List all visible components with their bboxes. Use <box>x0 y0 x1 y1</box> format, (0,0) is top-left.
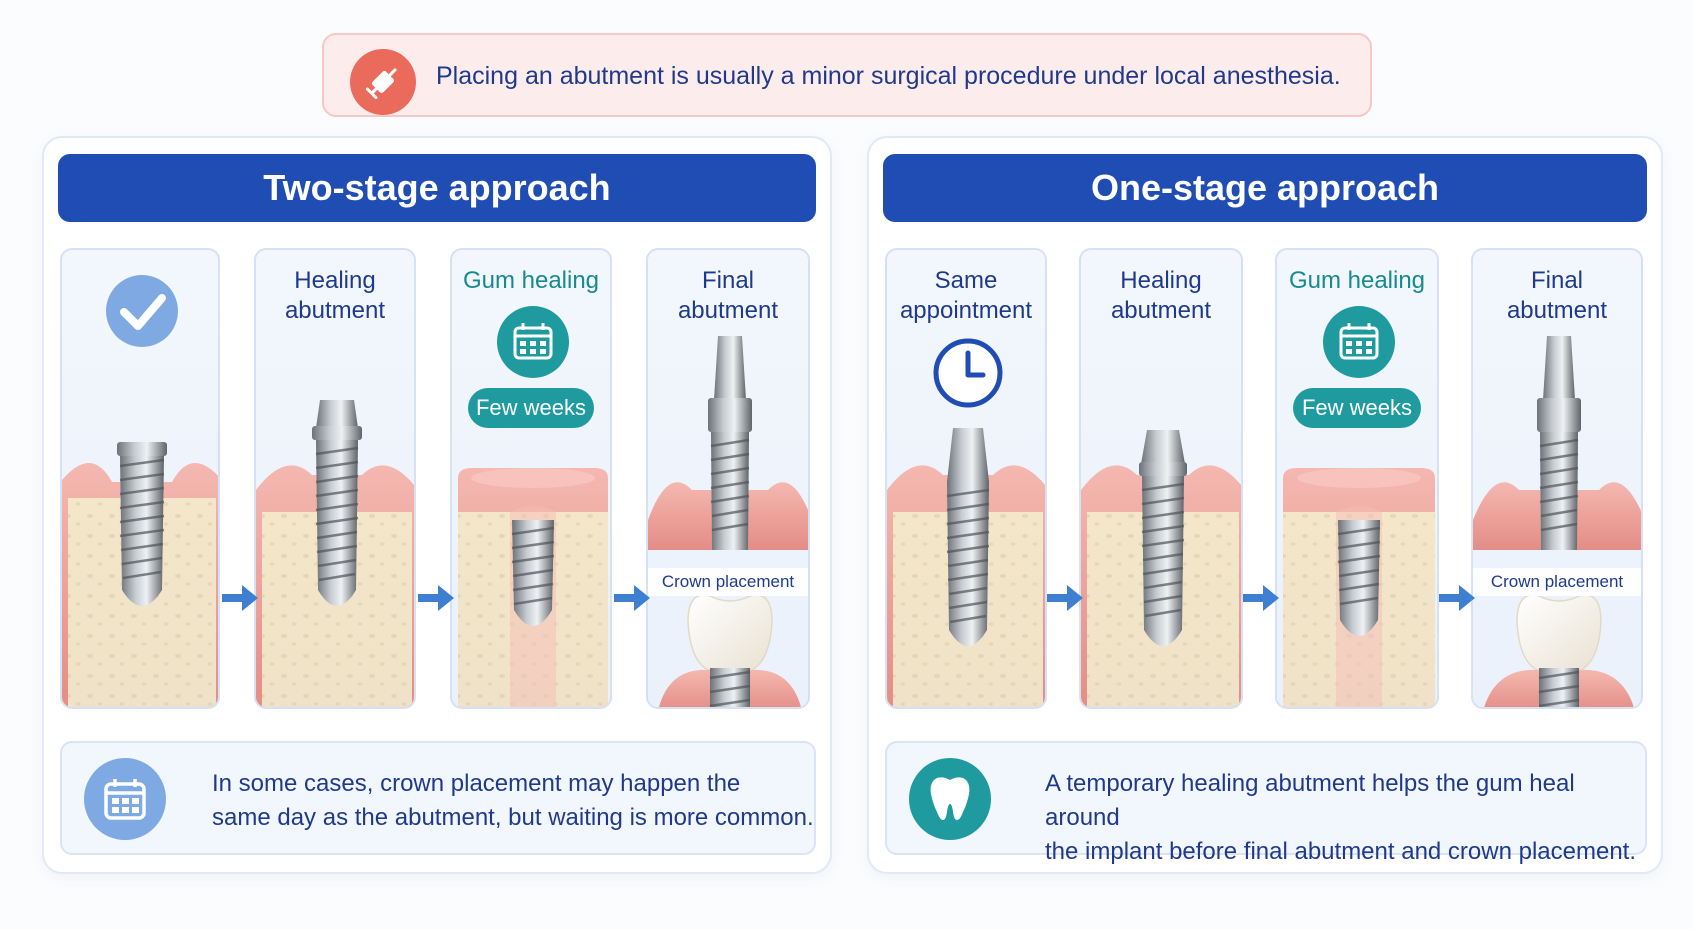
two-stage-header: Two-stage approach <box>58 154 816 222</box>
two-stage-step-gum-healing: Gum healing Few weeks <box>450 248 612 709</box>
info-banner: Placing an abutment is usually a minor s… <box>322 33 1372 117</box>
arrow-right-icon <box>1047 585 1083 611</box>
step-title: Same appointment <box>899 267 1033 324</box>
healing-abutment-illustration <box>1081 430 1241 707</box>
duration-badge: Few weeks <box>468 388 594 428</box>
one-stage-title: One-stage approach <box>1090 167 1440 208</box>
arrow-right-icon <box>1243 585 1279 611</box>
one-stage-step-gum-healing: Gum healing Few weeks <box>1275 248 1439 709</box>
final-abutment-illustration <box>648 336 808 707</box>
two-stage-step-placement <box>60 248 220 709</box>
two-stage-title: Two-stage approach <box>263 167 611 208</box>
step-title: Gum healing <box>1288 267 1426 294</box>
note-text: In some cases, crown placement may happe… <box>212 770 814 831</box>
step-title: Healing abutment <box>284 267 386 324</box>
implant-in-bone <box>62 442 218 707</box>
two-stage-step-final-abutment: Final abutment Crown placement <box>646 248 810 709</box>
arrow-right-icon <box>614 585 650 611</box>
tooth-icon <box>909 758 991 840</box>
duration-badge: Few weeks <box>1293 388 1421 428</box>
one-stage-implant-illustration <box>887 428 1045 707</box>
one-stage-step-healing-abutment: Healing abutment <box>1079 248 1243 709</box>
one-stage-step-same-appointment: Same appointment <box>885 248 1047 709</box>
syringe-icon <box>350 49 416 115</box>
calendar-icon <box>84 758 166 840</box>
gum-healing-illustration <box>458 468 608 707</box>
calendar-icon <box>497 306 569 378</box>
one-stage-panel: One-stage approach <box>867 136 1663 874</box>
check-icon <box>106 275 178 347</box>
step-title: Gum healing <box>462 267 600 294</box>
one-stage-header: One-stage approach <box>883 154 1647 222</box>
crown-placement-label: Crown placement <box>648 568 808 596</box>
step-title: Healing abutment <box>1110 267 1212 324</box>
two-stage-note: In some cases, crown placement may happe… <box>60 741 816 855</box>
two-stage-panel: Two-stage approach <box>42 136 832 874</box>
one-stage-note: A temporary healing abutment helps the g… <box>885 741 1647 865</box>
step-title: Final abutment <box>1506 267 1608 324</box>
calendar-icon <box>1323 306 1395 378</box>
arrow-right-icon <box>222 585 258 611</box>
step-title: Final abutment <box>677 267 779 324</box>
note-text: A temporary healing abutment helps the g… <box>1045 770 1637 865</box>
gum-healing-illustration <box>1283 468 1435 707</box>
arrow-right-icon <box>418 585 454 611</box>
healing-abutment-illustration <box>256 400 414 707</box>
clock-icon <box>933 338 1003 408</box>
banner-text: Placing an abutment is usually a minor s… <box>436 62 1341 90</box>
crown-placement-label: Crown placement <box>1473 568 1641 596</box>
arrow-right-icon <box>1439 585 1475 611</box>
final-abutment-illustration <box>1473 336 1641 707</box>
one-stage-step-final-abutment: Final abutment Crown placement <box>1471 248 1643 709</box>
two-stage-step-healing-abutment: Healing abutment <box>254 248 416 709</box>
